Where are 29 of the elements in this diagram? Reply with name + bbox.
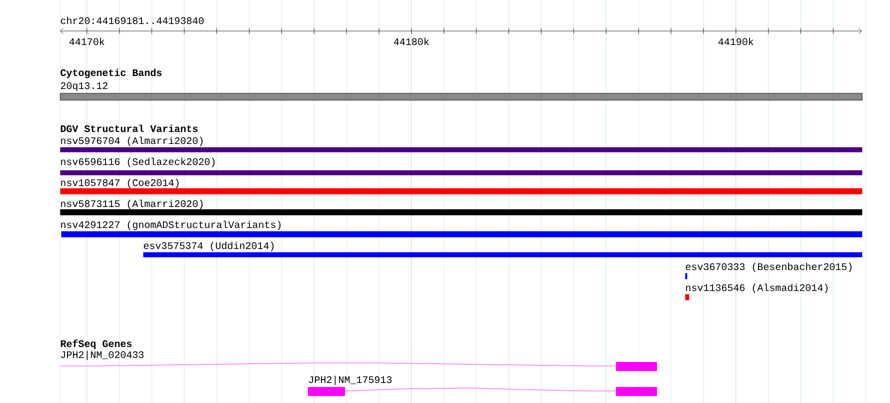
feature-label: nsv1136546 (Alsmadi2014) (686, 284, 828, 294)
feature-bar (60, 170, 862, 176)
gene-model-drawing (308, 387, 657, 396)
feature-label: esv3575374 (Uddin2014) (144, 242, 274, 252)
coordinate-range: chr20:44169181..44193840 (60, 16, 204, 24)
feature-label: nsv5976704 (Almarri2020) (61, 136, 203, 146)
tick-label: 44180k (394, 38, 429, 46)
feature-label: JPH2|NM_020433 (61, 350, 144, 360)
track-heading: Cytogenetic Bands (60, 68, 162, 78)
feature-bar (60, 147, 862, 152)
feature-label: nsv1057847 (Coe2014) (61, 178, 179, 188)
feature-label: nsv4291227 (gnomADStructuralVariants) (61, 220, 281, 230)
feature-bar (685, 294, 690, 300)
track-heading: RefSeq Genes (60, 340, 132, 350)
gene-model-drawing (60, 362, 657, 371)
feature-bar (60, 209, 862, 216)
feature-label: nsv5873115 (Almarri2020) (61, 200, 203, 210)
feature-label: 20q13.12 (60, 82, 108, 92)
feature-bar (61, 231, 862, 238)
feature-label: nsv6596116 (Sedlazeck2020) (61, 158, 215, 168)
feature-label: JPH2|NM_175913 (309, 376, 392, 386)
feature-bar (60, 188, 862, 194)
track-heading: DGV Structural Variants (60, 124, 198, 132)
feature-bar (60, 93, 862, 100)
feature-bar (143, 252, 862, 258)
feature-label: esv3670333 (Besenbacher2015) (686, 262, 852, 272)
feature-bar (685, 273, 688, 280)
tick-label: 44190k (718, 38, 754, 46)
tick-label: 44170k (69, 38, 104, 46)
